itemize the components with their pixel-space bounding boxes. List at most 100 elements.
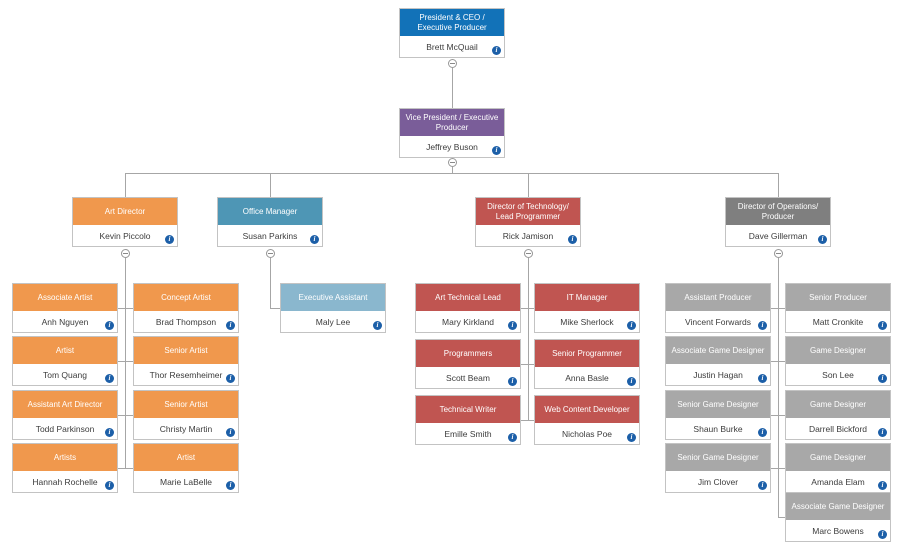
node-body: Christy Martin i <box>134 418 238 439</box>
info-icon[interactable]: i <box>105 481 114 490</box>
info-icon[interactable]: i <box>226 428 235 437</box>
org-node-associate-game-designer-justin[interactable]: Associate Game Designer Justin Hagan i <box>665 336 771 386</box>
node-title: Associate Game Designer <box>666 337 770 364</box>
org-node-game-designer-son[interactable]: Game Designer Son Lee i <box>785 336 891 386</box>
org-node-artist-marie[interactable]: Artist Marie LaBelle i <box>133 443 239 493</box>
collapse-toggle-dir-operations[interactable] <box>774 249 783 258</box>
connector-line <box>125 258 126 468</box>
org-node-office-manager[interactable]: Office Manager Susan Parkins i <box>217 197 323 247</box>
connector-line <box>778 517 785 518</box>
person-name: Todd Parkinson <box>35 423 95 434</box>
info-icon[interactable]: i <box>878 428 887 437</box>
org-node-senior-programmer[interactable]: Senior Programmer Anna Basle i <box>534 339 640 389</box>
org-node-dir-technology[interactable]: Director of Technology/ Lead Programmer … <box>475 197 581 247</box>
info-icon[interactable]: i <box>105 428 114 437</box>
info-icon[interactable]: i <box>758 481 767 490</box>
org-node-artist-tom[interactable]: Artist Tom Quang i <box>12 336 118 386</box>
org-node-assistant-producer[interactable]: Assistant Producer Vincent Forwards i <box>665 283 771 333</box>
node-title: Game Designer <box>786 337 890 364</box>
person-name: Hannah Rochelle <box>32 476 98 487</box>
info-icon[interactable]: i <box>310 235 319 244</box>
info-icon[interactable]: i <box>105 374 114 383</box>
info-icon[interactable]: i <box>226 374 235 383</box>
connector-line <box>528 173 529 197</box>
connector-line <box>771 361 785 362</box>
org-node-assistant-art-director[interactable]: Assistant Art Director Todd Parkinson i <box>12 390 118 440</box>
person-name: Mike Sherlock <box>560 316 614 327</box>
node-title: Game Designer <box>786 391 890 418</box>
collapse-toggle-vp[interactable] <box>448 158 457 167</box>
org-node-dir-operations[interactable]: Director of Operations/ Producer Dave Gi… <box>725 197 831 247</box>
person-name: Amanda Elam <box>811 476 865 487</box>
info-icon[interactable]: i <box>878 530 887 539</box>
info-icon[interactable]: i <box>508 433 517 442</box>
info-icon[interactable]: i <box>492 146 501 155</box>
info-icon[interactable]: i <box>627 377 636 386</box>
info-icon[interactable]: i <box>758 428 767 437</box>
org-node-it-manager[interactable]: IT Manager Mike Sherlock i <box>534 283 640 333</box>
org-node-senior-artist-christy[interactable]: Senior Artist Christy Martin i <box>133 390 239 440</box>
info-icon[interactable]: i <box>165 235 174 244</box>
person-name: Rick Jamison <box>502 230 554 241</box>
org-node-game-designer-amanda[interactable]: Game Designer Amanda Elam i <box>785 443 891 493</box>
node-body: Anh Nguyen i <box>13 311 117 332</box>
info-icon[interactable]: i <box>818 235 827 244</box>
info-icon[interactable]: i <box>878 374 887 383</box>
org-node-vp[interactable]: Vice President / Executive Producer Jeff… <box>399 108 505 158</box>
info-icon[interactable]: i <box>878 321 887 330</box>
node-title: Senior Game Designer <box>666 444 770 471</box>
node-title: Assistant Producer <box>666 284 770 311</box>
info-icon[interactable]: i <box>627 321 636 330</box>
node-body: Scott Beam i <box>416 367 520 388</box>
org-node-artists-hannah[interactable]: Artists Hannah Rochelle i <box>12 443 118 493</box>
node-title: Associate Artist <box>13 284 117 311</box>
org-node-ceo[interactable]: President & CEO / Executive Producer Bre… <box>399 8 505 58</box>
org-node-art-director[interactable]: Art Director Kevin Piccolo i <box>72 197 178 247</box>
org-node-executive-assistant[interactable]: Executive Assistant Maly Lee i <box>280 283 386 333</box>
info-icon[interactable]: i <box>226 481 235 490</box>
node-body: Vincent Forwards i <box>666 311 770 332</box>
person-name: Anna Basle <box>565 372 609 383</box>
org-node-programmers[interactable]: Programmers Scott Beam i <box>415 339 521 389</box>
org-node-art-technical-lead[interactable]: Art Technical Lead Mary Kirkland i <box>415 283 521 333</box>
org-node-associate-artist[interactable]: Associate Artist Anh Nguyen i <box>12 283 118 333</box>
org-node-technical-writer[interactable]: Technical Writer Emille Smith i <box>415 395 521 445</box>
info-icon[interactable]: i <box>878 481 887 490</box>
info-icon[interactable]: i <box>226 321 235 330</box>
org-node-senior-game-designer-jim[interactable]: Senior Game Designer Jim Clover i <box>665 443 771 493</box>
org-node-concept-artist[interactable]: Concept Artist Brad Thompson i <box>133 283 239 333</box>
org-node-associate-game-designer-marc[interactable]: Associate Game Designer Marc Bowens i <box>785 492 891 542</box>
org-node-web-content-developer[interactable]: Web Content Developer Nicholas Poe i <box>534 395 640 445</box>
node-title: Senior Artist <box>134 391 238 418</box>
info-icon[interactable]: i <box>373 321 382 330</box>
node-body: Emille Smith i <box>416 423 520 444</box>
person-name: Darrell Bickford <box>808 423 868 434</box>
minus-icon <box>526 253 531 254</box>
person-name: Marc Bowens <box>812 525 864 536</box>
info-icon[interactable]: i <box>508 377 517 386</box>
info-icon[interactable]: i <box>758 374 767 383</box>
info-icon[interactable]: i <box>508 321 517 330</box>
org-node-game-designer-darrell[interactable]: Game Designer Darrell Bickford i <box>785 390 891 440</box>
minus-icon <box>450 63 455 64</box>
org-node-senior-game-designer-shaun[interactable]: Senior Game Designer Shaun Burke i <box>665 390 771 440</box>
connector-line <box>771 308 785 309</box>
info-icon[interactable]: i <box>627 433 636 442</box>
info-icon[interactable]: i <box>105 321 114 330</box>
org-node-senior-artist-thor[interactable]: Senior Artist Thor Resemheimer i <box>133 336 239 386</box>
collapse-toggle-art-director[interactable] <box>121 249 130 258</box>
info-icon[interactable]: i <box>758 321 767 330</box>
connector-line <box>118 415 133 416</box>
info-icon[interactable]: i <box>568 235 577 244</box>
person-name: Susan Parkins <box>242 230 298 241</box>
org-node-senior-producer[interactable]: Senior Producer Matt Cronkite i <box>785 283 891 333</box>
collapse-toggle-office-manager[interactable] <box>266 249 275 258</box>
node-body: Brett McQuail i <box>400 36 504 57</box>
person-name: Justin Hagan <box>693 369 743 380</box>
node-title: Web Content Developer <box>535 396 639 423</box>
collapse-toggle-dir-technology[interactable] <box>524 249 533 258</box>
connector-line <box>521 308 534 309</box>
minus-icon <box>268 253 273 254</box>
info-icon[interactable]: i <box>492 46 501 55</box>
collapse-toggle-ceo[interactable] <box>448 59 457 68</box>
